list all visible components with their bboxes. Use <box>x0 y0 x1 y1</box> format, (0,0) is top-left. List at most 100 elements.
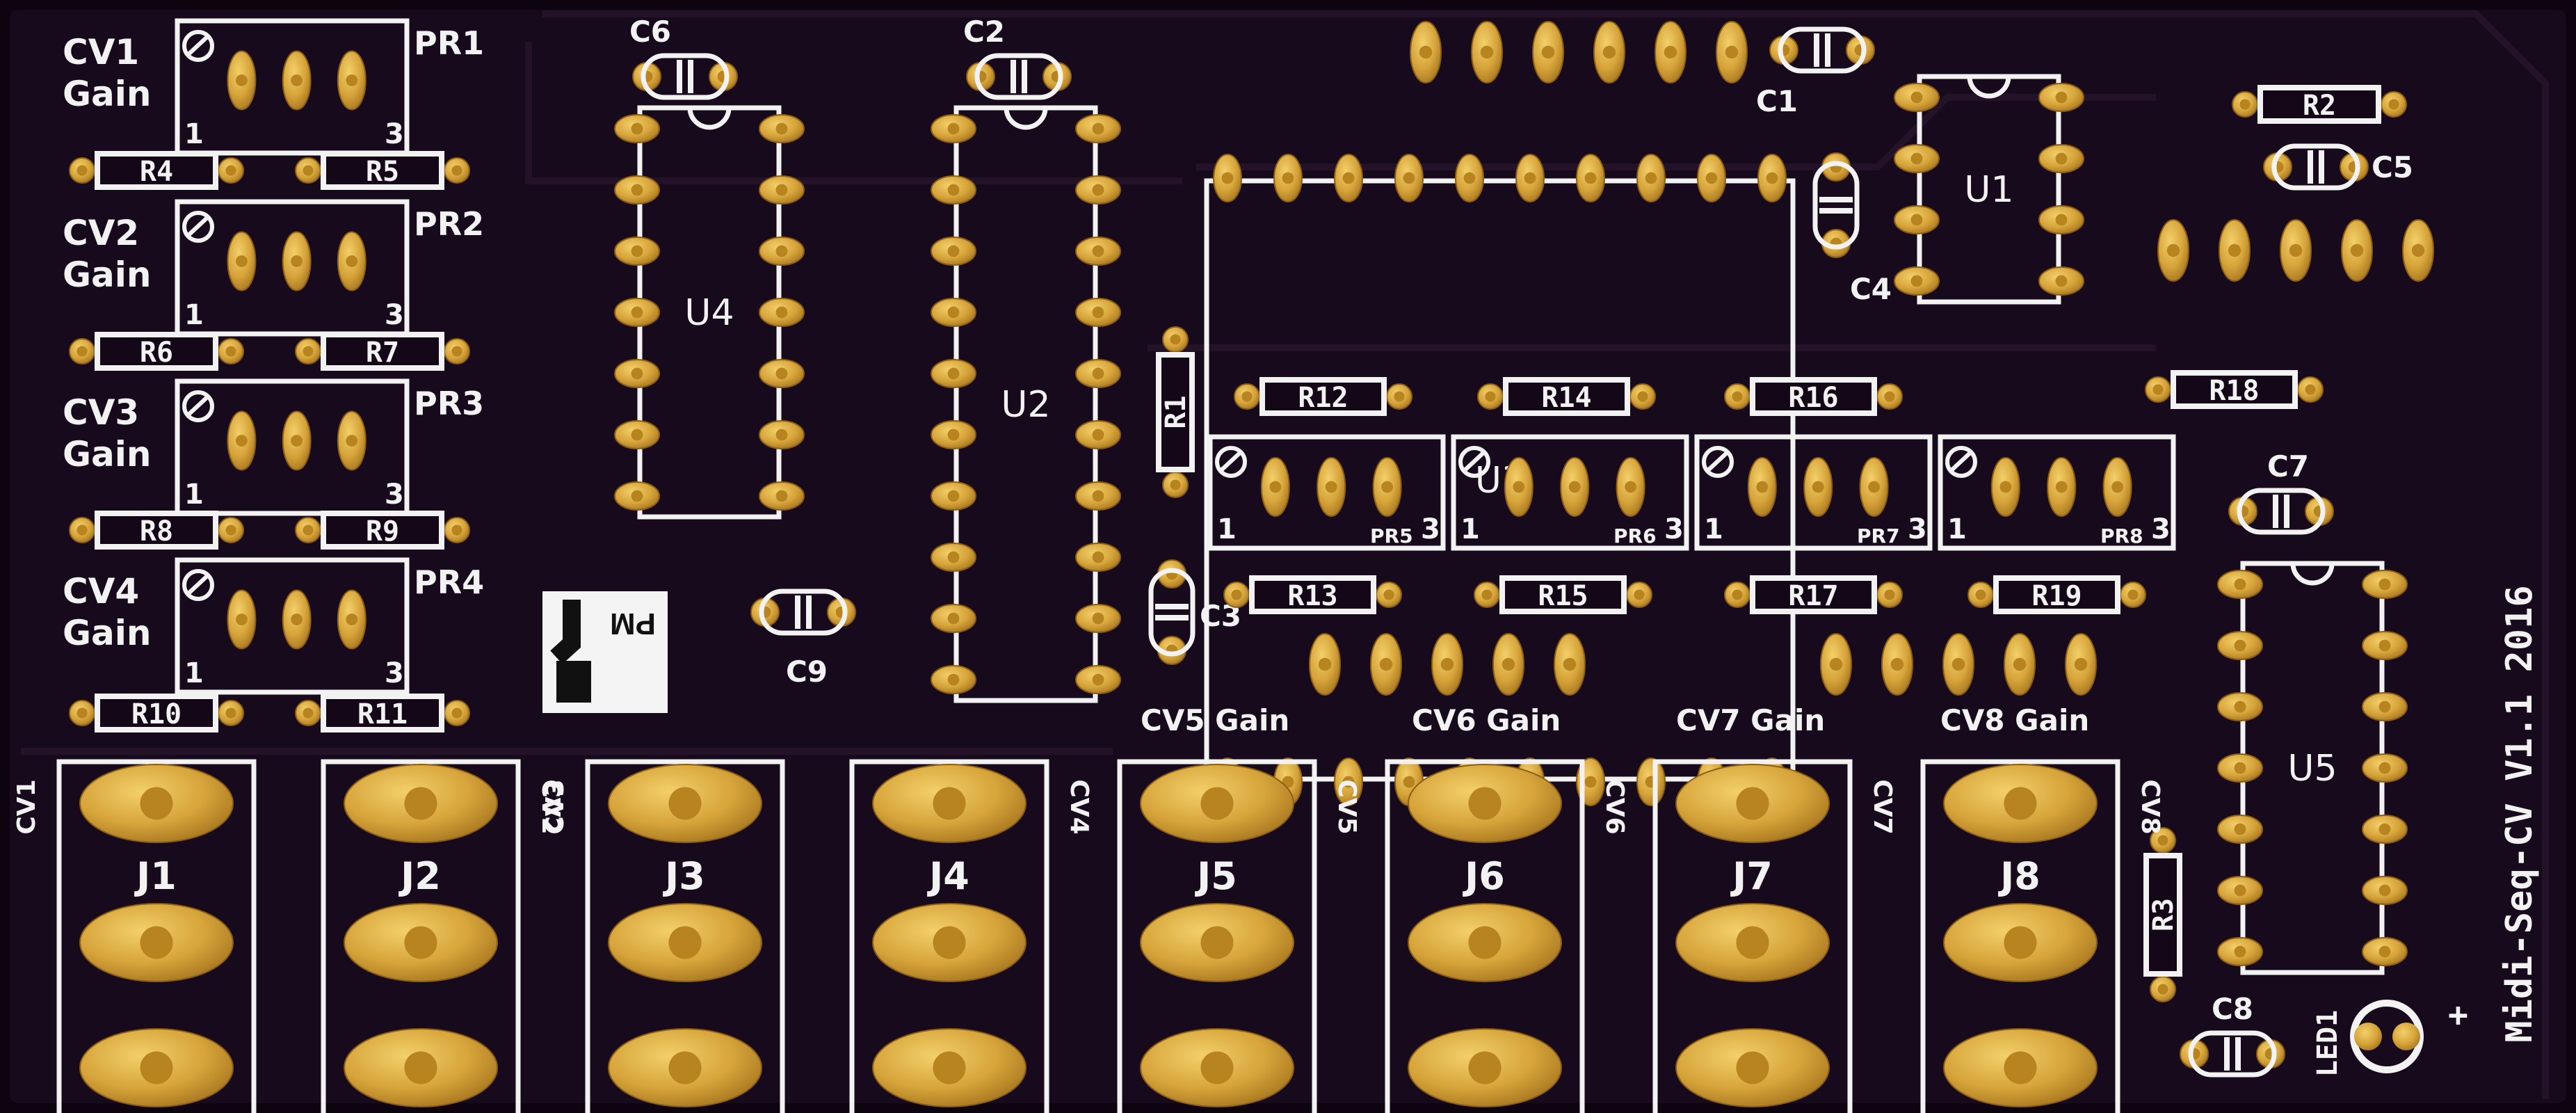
ic-pin <box>1894 205 1940 234</box>
pad-hole <box>775 367 788 380</box>
cap-label: C7 <box>2267 449 2309 483</box>
pad-hole <box>1502 657 1515 671</box>
jack-pad <box>1675 764 1830 843</box>
resistor-outline <box>321 332 444 371</box>
resistor-r5: R5 <box>295 151 470 190</box>
pad-hole <box>947 673 960 686</box>
capacitor-c8: C8 <box>2180 992 2285 1078</box>
resistor-r16: R16 <box>1724 377 1903 416</box>
pad-hole <box>1513 481 1525 493</box>
pad-hole <box>1221 172 1234 184</box>
pad-hole <box>1584 776 1597 788</box>
pad <box>444 338 470 365</box>
pad-hole <box>225 525 236 536</box>
pad-hole <box>77 525 88 536</box>
pad-hole <box>225 346 236 357</box>
pad <box>1724 383 1750 410</box>
pad <box>1876 582 1903 608</box>
jack-label: J1 <box>134 854 177 898</box>
pad-hole <box>1563 657 1577 671</box>
pad-hole <box>1325 481 1337 493</box>
cap-outline <box>2237 488 2326 535</box>
pad-hole <box>1829 657 1843 671</box>
ic-pin <box>1075 604 1121 633</box>
dip-u5: U5 <box>2217 561 2408 975</box>
pad-hole <box>1170 479 1181 490</box>
trimmer-pin <box>1990 457 2020 517</box>
ic-notch <box>1967 76 2011 99</box>
jack-pad <box>1140 764 1294 843</box>
ic-pin <box>1757 154 1787 202</box>
header-pin <box>1492 633 1524 696</box>
trimmer-pin <box>282 589 312 650</box>
trimmer-pin <box>1372 457 1402 517</box>
pad-hole <box>346 255 358 267</box>
trimmer-pin3-label: 3 <box>385 299 404 331</box>
pad <box>2381 91 2407 118</box>
ic-pin <box>614 175 660 205</box>
ic-pin <box>1894 144 1940 173</box>
pad <box>1162 472 1189 498</box>
trimmer-pin3-label: 3 <box>385 118 404 150</box>
pad-hole <box>2305 384 2316 395</box>
jack-pad <box>872 903 1027 982</box>
cap-outline <box>641 53 730 100</box>
led1: LED1 + <box>2312 995 2468 1077</box>
pad-hole <box>1602 45 1616 59</box>
ic-pin <box>931 481 976 511</box>
trimmer-wiper-mark <box>1463 450 1486 472</box>
pad-hole <box>933 1051 966 1084</box>
resistor-label: R2 <box>2303 90 2336 122</box>
pad-hole <box>2378 823 2391 835</box>
jack-label: J3 <box>662 854 705 898</box>
trimmer-wiper-mark <box>1215 446 1247 478</box>
ic-pin <box>2038 83 2084 112</box>
pad-hole <box>2234 762 2246 774</box>
header-pin <box>1655 21 1687 83</box>
pad-hole <box>1092 122 1104 135</box>
pad-hole <box>1394 391 1405 402</box>
pr-label: PR8 <box>2100 525 2143 547</box>
trimmer-pin <box>1504 457 1533 517</box>
pr-label: PR3 <box>414 385 484 422</box>
pad-hole <box>236 74 248 86</box>
trimmer-outline <box>175 557 410 695</box>
resistor-label: R13 <box>1287 580 1337 612</box>
resistor-r1: R1 <box>1156 326 1195 498</box>
resistor-label: R14 <box>1541 382 1591 414</box>
resistor-outline <box>95 332 218 371</box>
resistor-r17: R17 <box>1724 575 1903 614</box>
ic-pin <box>2038 144 2084 173</box>
pad-hole <box>2157 835 2168 846</box>
header-pin <box>1881 633 1913 696</box>
pad-hole <box>947 306 960 319</box>
ic-pin <box>1697 154 1726 202</box>
pad-hole <box>303 165 314 176</box>
trimmer-outline <box>1207 434 1446 551</box>
pad-hole <box>236 255 248 267</box>
pad-hole <box>2388 99 2399 110</box>
pad-hole <box>1634 589 1645 600</box>
pad-hole <box>77 165 88 176</box>
resistor-outline <box>1750 377 1877 416</box>
gain-label: Gain <box>63 613 152 653</box>
pad-hole <box>1468 926 1502 959</box>
pad <box>295 338 321 365</box>
jack-side-label: CV6 <box>1600 779 1629 834</box>
trimmer-wiper-mark <box>182 390 214 422</box>
trimmer-pin <box>227 589 257 650</box>
pad-hole <box>2127 589 2139 600</box>
jack-outline <box>849 759 1049 1113</box>
ic-notch <box>1004 107 1048 130</box>
cv8-gain-label: CV8 Gain <box>1940 703 2089 737</box>
ic-pin <box>1075 481 1121 511</box>
trimmer-pin <box>337 410 367 471</box>
ic-pin <box>1334 154 1363 202</box>
pad-hole <box>77 346 88 357</box>
pad-hole <box>2004 1051 2037 1084</box>
ic-pin <box>2217 815 2263 844</box>
pad-hole <box>1092 184 1104 196</box>
